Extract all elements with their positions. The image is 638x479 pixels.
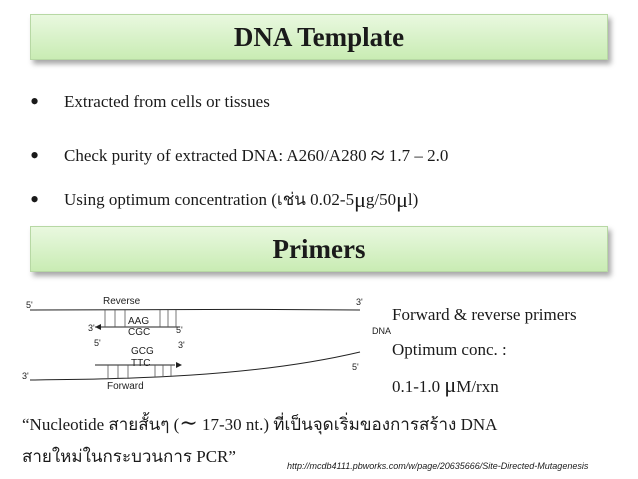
top-left-five-prime: 5' xyxy=(26,300,33,310)
reverse-label: Reverse xyxy=(103,296,141,307)
mu-symbol: μ xyxy=(444,372,457,397)
bottom-strand-line xyxy=(29,351,361,381)
dna-template-banner: DNA Template xyxy=(30,14,608,60)
mu-symbol: μ xyxy=(354,186,366,212)
seq-aag: AAG xyxy=(128,316,149,327)
primers-title: Primers xyxy=(272,234,366,264)
primer-diagram: Reverse Forward AAG CGC GCG TTC 5' 3' 3'… xyxy=(22,296,363,390)
forward-reverse-label: Forward & reverse primers xyxy=(392,305,577,324)
reverse-three-prime: 3' xyxy=(88,323,95,333)
bullet-text: Using optimum concentration (เช่น 0.02-5 xyxy=(64,190,355,209)
source-url: http://mcdb4111.pbworks.com/w/page/20635… xyxy=(287,461,589,471)
bottom-right-five-prime: 5' xyxy=(352,362,359,372)
quote-text: “Nucleotide สายสั้นๆ ( xyxy=(22,415,180,434)
seq-cgc: CGC xyxy=(128,327,150,338)
forward-label: Forward xyxy=(107,381,144,390)
tilde-symbol: ∼ xyxy=(179,410,198,435)
bullet-dot-icon: • xyxy=(30,141,40,170)
quote-text-end: 17-30 nt.) ที่เป็นจุดเริ่มของการสร้าง DN… xyxy=(197,415,498,434)
bullet-dot-icon: • xyxy=(30,184,40,214)
bullet-concentration: • Using optimum concentration (เช่น 0.02… xyxy=(30,186,418,213)
bullet-text: Check purity of extracted DNA: A260/A280 xyxy=(64,146,367,165)
dna-template-title: DNA Template xyxy=(233,22,405,52)
bullet-extracted: • Extracted from cells or tissues xyxy=(30,87,270,116)
conc-value: 0.1-1.0 xyxy=(392,377,445,396)
top-right-three-prime: 3' xyxy=(356,297,363,307)
bullet-text-unit: g/50 xyxy=(365,189,397,209)
bottom-left-three-prime: 3' xyxy=(22,371,29,381)
approx-symbol: ≈ xyxy=(370,141,385,170)
primer-definition-line1: “Nucleotide สายสั้นๆ (∼ 17-30 nt.) ที่เป… xyxy=(22,410,497,438)
bullet-text-range: 1.7 – 2.0 xyxy=(388,146,449,165)
bullet-dot-icon: • xyxy=(30,87,40,116)
seq-ttc: TTC xyxy=(131,358,150,369)
conc-value-label: 0.1-1.0 μM/rxn xyxy=(392,372,499,398)
forward-arrow-icon xyxy=(176,362,182,368)
conc-unit: M/rxn xyxy=(456,377,499,396)
forward-five-prime: 5' xyxy=(94,338,101,348)
dna-label: DNA xyxy=(372,326,392,336)
seq-gcg: GCG xyxy=(131,346,154,357)
mu-symbol: μ xyxy=(396,186,408,212)
primers-banner: Primers xyxy=(30,226,608,272)
primer-definition-line2: สายใหม่ในกระบวนการ PCR” xyxy=(22,447,236,466)
forward-three-prime: 3' xyxy=(178,340,185,350)
bullet-purity: • Check purity of extracted DNA: A260/A2… xyxy=(30,141,448,171)
bullet-text-end: l) xyxy=(407,189,419,209)
reverse-arrow-icon xyxy=(95,324,101,330)
optimum-conc-label: Optimum conc. : xyxy=(392,340,507,359)
reverse-five-prime: 5' xyxy=(176,325,183,335)
top-strand-line xyxy=(29,308,361,311)
bullet-text: Extracted from cells or tissues xyxy=(64,92,270,111)
